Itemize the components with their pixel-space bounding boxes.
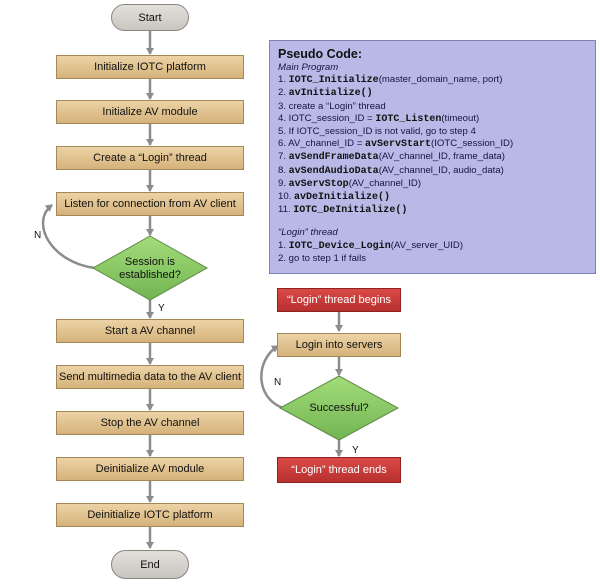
success-decision-diamond	[278, 375, 400, 441]
step-text: 1.	[278, 74, 289, 86]
init-iotc-step: Initialize IOTC platform	[56, 55, 244, 79]
step-text: (AV_channel_ID)	[348, 177, 422, 189]
main-program-step: 6. AV_channel_ID = avServStart(IOTC_sess…	[278, 138, 587, 151]
session-no-label: N	[34, 230, 42, 241]
success-question: Successful?	[309, 402, 369, 414]
function-name: IOTC_Listen	[375, 113, 442, 125]
listen-step: Listen for connection from AV client	[56, 192, 244, 216]
login-thread-heading: “Login” thread	[278, 227, 338, 239]
step-text: 11.	[278, 204, 294, 216]
deinit-av-step: Deinitialize AV module	[56, 457, 244, 481]
step-text: 2. go to step 1 if fails	[278, 252, 366, 264]
function-name: IOTC_DeInitialize()	[293, 205, 408, 217]
arrow-session-no-loop	[41, 204, 96, 270]
create-login-step: Create a “Login” thread	[56, 146, 244, 170]
function-name: avDeInitialize()	[294, 192, 391, 204]
login-thread-step: 2. go to step 1 if fails	[278, 253, 587, 265]
main-program-step: 3. create a “Login” thread	[278, 101, 587, 113]
function-name: avSendAudioData	[288, 165, 379, 177]
step-text: 7.	[278, 151, 289, 163]
main-program-step: 7. avSendFrameData(AV_channel_ID, frame_…	[278, 151, 587, 164]
main-program-step: 8. avSendAudioData(AV_channel_ID, audio_…	[278, 165, 587, 178]
init-av-label: Initialize AV module	[102, 106, 198, 118]
function-name: avServStart	[365, 139, 432, 151]
step-text: (IOTC_session_ID)	[431, 138, 514, 150]
main-program-step: 1. IOTC_Initialize(master_domain_name, p…	[278, 74, 587, 87]
function-name: avInitialize()	[288, 88, 373, 100]
step-text: 8.	[278, 164, 289, 176]
function-name: avSendFrameData	[288, 152, 379, 164]
deinit-iotc-label: Deinitialize IOTC platform	[87, 509, 213, 521]
success-no-label: N	[274, 377, 282, 388]
main-program-step: 4. IOTC_session_ID = IOTC_Listen(timeout…	[278, 113, 587, 126]
step-text: 6. AV_channel_ID =	[278, 138, 366, 150]
login-ends-terminator: “Login” thread ends	[277, 457, 401, 483]
function-name: IOTC_Initialize	[288, 75, 379, 87]
function-name: IOTC_Device_Login	[288, 240, 391, 252]
main-program-steps: 1. IOTC_Initialize(master_domain_name, p…	[278, 74, 587, 217]
step-text: 2.	[278, 87, 289, 99]
step-text: (AV_channel_ID, audio_data)	[378, 164, 504, 176]
success-yes-label: Y	[352, 445, 359, 456]
end-terminator: End	[111, 550, 189, 579]
create-login-label: Create a “Login” thread	[93, 152, 207, 164]
step-text: (AV_server_UID)	[390, 239, 464, 251]
login-servers-label: Login into servers	[295, 339, 383, 351]
step-text: (timeout)	[441, 112, 480, 124]
pseudo-title: Pseudo Code:	[278, 47, 363, 61]
init-av-step: Initialize AV module	[56, 100, 244, 124]
step-text: 5. If IOTC_session_ID is not valid, go t…	[278, 126, 476, 138]
start-terminator: Start	[111, 4, 189, 31]
session-question-line2: established?	[119, 269, 181, 281]
pseudo-code-box: Pseudo Code: Main Program 1. IOTC_Initia…	[269, 40, 596, 274]
step-text: 4. IOTC_session_ID =	[278, 112, 376, 124]
step-text: 1.	[278, 239, 289, 251]
session-question: Session is established?	[100, 256, 200, 282]
login-servers-step: Login into servers	[277, 333, 401, 357]
main-program-heading: Main Program	[278, 62, 339, 73]
listen-label: Listen for connection from AV client	[64, 198, 236, 210]
send-data-step: Send multimedia data to the AV client	[56, 365, 244, 389]
stop-av-label: Stop the AV channel	[100, 417, 200, 429]
init-iotc-label: Initialize IOTC platform	[94, 61, 206, 73]
arrow-success-no-loop	[260, 344, 284, 410]
login-begins-label: “Login” thread begins	[287, 294, 391, 306]
step-text: (AV_channel_ID, frame_data)	[378, 151, 505, 163]
step-text: (master_domain_name, port)	[378, 74, 503, 86]
main-program-step: 2. avInitialize()	[278, 87, 587, 100]
deinit-av-label: Deinitialize AV module	[95, 463, 205, 475]
main-program-step: 9. avServStop(AV_channel_ID)	[278, 178, 587, 191]
main-program-step: 11. IOTC_DeInitialize()	[278, 204, 587, 217]
login-thread-steps: 1. IOTC_Device_Login(AV_server_UID)2. go…	[278, 240, 587, 265]
session-question-line1: Session is	[124, 256, 176, 268]
login-begins-terminator: “Login” thread begins	[277, 288, 401, 312]
step-text: 3. create a “Login” thread	[278, 100, 386, 112]
start-av-label: Start a AV channel	[104, 325, 196, 337]
deinit-iotc-step: Deinitialize IOTC platform	[56, 503, 244, 527]
session-decision-diamond	[91, 235, 209, 301]
step-text: 10.	[278, 191, 295, 203]
login-thread-step: 1. IOTC_Device_Login(AV_server_UID)	[278, 240, 587, 253]
step-text: 9.	[278, 177, 289, 189]
session-yes-label: Y	[158, 303, 165, 314]
start-label: Start	[138, 11, 162, 24]
function-name: avServStop	[288, 178, 349, 190]
end-label: End	[140, 558, 160, 571]
main-program-step: 10. avDeInitialize()	[278, 191, 587, 204]
stop-av-step: Stop the AV channel	[56, 411, 244, 435]
login-ends-label: “Login” thread ends	[291, 464, 387, 476]
send-data-label: Send multimedia data to the AV client	[58, 371, 241, 383]
start-av-step: Start a AV channel	[56, 319, 244, 343]
main-program-step: 5. If IOTC_session_ID is not valid, go t…	[278, 126, 587, 138]
